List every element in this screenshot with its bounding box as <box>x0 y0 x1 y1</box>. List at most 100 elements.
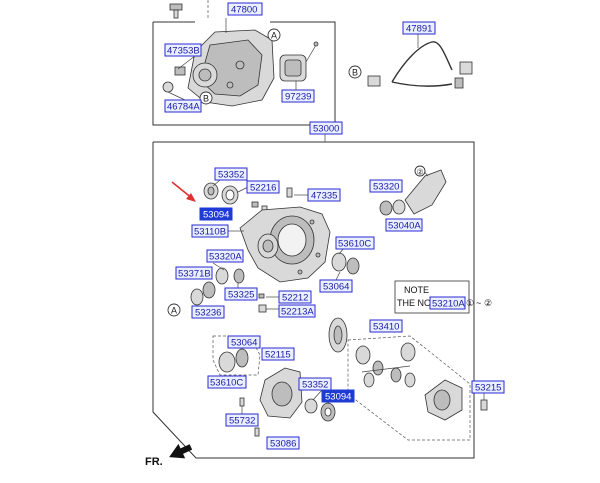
svg-text:53040A: 53040A <box>388 221 421 232</box>
front-arrow-icon <box>169 443 193 459</box>
part-label-53410[interactable]: 53410 <box>369 319 403 333</box>
note-prefix: THE NO <box>397 298 431 308</box>
callout-b-harness: B <box>348 65 362 79</box>
svg-text:53094: 53094 <box>325 392 351 403</box>
svg-text:52216: 52216 <box>250 183 276 194</box>
part-label-53064-bottom[interactable]: 53064 <box>227 335 261 349</box>
callout-2-pinion: ② <box>414 165 426 177</box>
part-label-53064-right[interactable]: 53064 <box>319 279 353 293</box>
svg-text:47353B: 47353B <box>167 46 200 57</box>
note-range-end: ② <box>484 298 492 308</box>
part-label-47353B[interactable]: 47353B <box>164 43 202 57</box>
svg-text:53000: 53000 <box>313 124 339 135</box>
part-label-52115[interactable]: 52115 <box>261 347 295 361</box>
svg-text:53410: 53410 <box>373 322 399 333</box>
svg-text:53320: 53320 <box>373 182 399 193</box>
bolt-53215-icon <box>480 393 488 411</box>
svg-text:53610C: 53610C <box>338 239 371 250</box>
small-seal-icon <box>162 51 201 101</box>
svg-text:53352: 53352 <box>302 380 328 391</box>
transfer-case-body-icon <box>187 18 275 107</box>
svg-text:53236: 53236 <box>195 308 221 319</box>
part-label-52216[interactable]: 52216 <box>246 180 280 194</box>
part-label-55732[interactable]: 55732 <box>225 413 259 427</box>
svg-text:53210A: 53210A <box>432 299 465 310</box>
output-seal-icon <box>304 389 336 422</box>
svg-text:53064: 53064 <box>323 282 349 293</box>
part-label-53040A[interactable]: 53040A <box>385 218 423 232</box>
svg-text:②: ② <box>417 168 424 177</box>
note-content: NOTE THE NO 53210A ① ~ ② <box>397 285 492 310</box>
part-label-53610C-bottom[interactable]: 53610C <box>207 375 247 389</box>
part-label-53320A[interactable]: 53320A <box>206 249 244 263</box>
svg-text:97239: 97239 <box>285 92 311 103</box>
side-seal-right-icon <box>331 247 360 281</box>
part-label-52212[interactable]: 52212 <box>278 290 312 304</box>
pinion-gear-icon <box>379 166 447 216</box>
callout-a-top: A <box>267 28 281 42</box>
svg-text:53371B: 53371B <box>178 269 211 280</box>
svg-text:55732: 55732 <box>229 416 255 427</box>
ring-gear-icon <box>328 317 348 353</box>
front-direction-indicator: FR. <box>145 443 193 468</box>
diff-case-icon <box>424 379 463 421</box>
svg-text:53352: 53352 <box>218 170 244 181</box>
svg-text:53086: 53086 <box>270 439 296 450</box>
svg-text:47800: 47800 <box>231 5 257 16</box>
part-label-53371B[interactable]: 53371B <box>175 266 213 280</box>
svg-text:53325: 53325 <box>228 290 254 301</box>
callout-a-main: A <box>167 303 181 317</box>
part-label-53325[interactable]: 53325 <box>224 287 258 301</box>
part-label-53610C-right[interactable]: 53610C <box>335 236 375 250</box>
svg-text:53320A: 53320A <box>209 252 242 263</box>
svg-text:53094: 53094 <box>203 210 229 221</box>
svg-text:A: A <box>171 306 177 316</box>
svg-text:52115: 52115 <box>265 350 291 361</box>
part-label-47335[interactable]: 47335 <box>307 188 341 202</box>
part-label-47891[interactable]: 47891 <box>402 21 436 35</box>
part-label-53110B[interactable]: 53110B <box>191 224 229 238</box>
part-label-52213A[interactable]: 52213A <box>278 304 316 318</box>
part-label-53094-top-selected[interactable]: 53094 <box>199 207 233 221</box>
part-label-53320[interactable]: 53320 <box>369 179 403 193</box>
note-range-tilde: ~ <box>476 298 481 308</box>
svg-text:53215: 53215 <box>475 383 501 394</box>
wiring-harness-icon <box>367 34 473 89</box>
svg-text:47891: 47891 <box>406 24 432 35</box>
svg-text:53064: 53064 <box>231 338 257 349</box>
svg-text:A: A <box>271 31 277 41</box>
side-seal-left-icon <box>190 262 245 306</box>
note-range-start: ① <box>466 298 474 308</box>
part-label-53236[interactable]: 53236 <box>191 305 225 319</box>
svg-text:52212: 52212 <box>282 293 308 304</box>
actuator-icon <box>279 41 319 90</box>
part-label-53000[interactable]: 53000 <box>309 121 343 135</box>
part-label-47800[interactable]: 47800 <box>227 2 263 16</box>
svg-text:52213A: 52213A <box>281 307 314 318</box>
front-direction-label: FR. <box>145 456 163 468</box>
part-label-53352-bottom[interactable]: 53352 <box>298 377 332 391</box>
part-label-97239[interactable]: 97239 <box>281 89 315 103</box>
note-ref-label[interactable]: 53210A <box>429 296 466 310</box>
part-label-46784A[interactable]: 46784A <box>164 99 202 113</box>
part-label-53215[interactable]: 53215 <box>471 380 505 394</box>
diff-gears-box <box>347 335 471 441</box>
main-assembly-frame <box>152 134 475 459</box>
top-bolt-icon <box>169 3 183 19</box>
svg-text:B: B <box>352 68 358 78</box>
svg-text:46784A: 46784A <box>167 102 200 113</box>
svg-text:B: B <box>203 94 209 104</box>
callout-b-top: B <box>199 91 213 105</box>
svg-text:47335: 47335 <box>311 191 337 202</box>
part-label-53094-bottom-selected[interactable]: 53094 <box>321 389 355 403</box>
small-plug-icon <box>258 293 280 313</box>
svg-text:53610C: 53610C <box>210 378 243 389</box>
part-label-53352-top[interactable]: 53352 <box>214 167 248 181</box>
svg-text:53110B: 53110B <box>194 227 226 238</box>
differential-housing-icon <box>228 206 331 283</box>
red-arrow-icon <box>171 181 196 202</box>
breather-bolt-icon <box>286 187 308 198</box>
pinion-seal-icon <box>203 179 249 205</box>
part-label-53086[interactable]: 53086 <box>266 436 300 450</box>
